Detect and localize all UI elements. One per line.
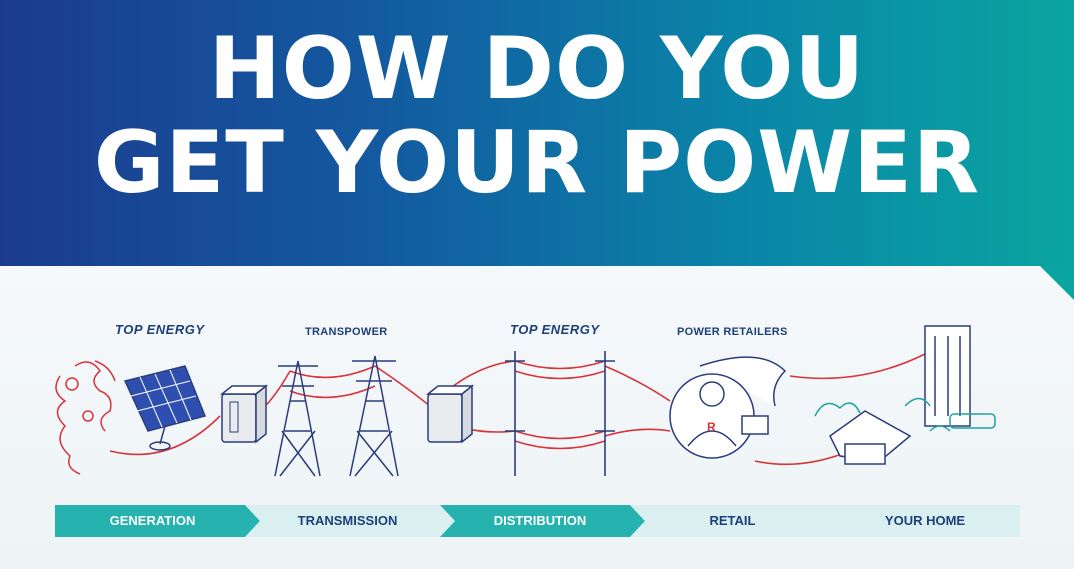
substation-icon bbox=[425, 384, 475, 444]
step-arrows bbox=[55, 505, 1020, 537]
smoke-swirl-icon bbox=[55, 360, 116, 475]
power-pole-icon bbox=[505, 351, 615, 476]
top-energy-logo: TOP ENERGY bbox=[115, 322, 205, 337]
title-line-1: HOW DO YOU bbox=[208, 19, 866, 119]
step-retail: RETAIL bbox=[709, 513, 756, 528]
power-retailers-label: POWER RETAILERS bbox=[677, 326, 788, 338]
house-icon bbox=[814, 325, 996, 465]
title-line-2: GET YOUR POWER bbox=[93, 113, 981, 213]
corner-cut bbox=[1040, 266, 1074, 300]
top-energy-logo-2: TOP ENERGY bbox=[510, 322, 600, 337]
transpower-label: TRANSPOWER bbox=[305, 326, 388, 338]
svg-text:R: R bbox=[707, 420, 716, 434]
step-distribution: DISTRIBUTION bbox=[493, 513, 587, 528]
page-title: HOW DO YOU GET YOUR POWER bbox=[0, 22, 1074, 210]
call-center-agent-icon: R bbox=[669, 356, 787, 459]
substation-icon bbox=[219, 384, 269, 444]
step-your-home: YOUR HOME bbox=[884, 513, 966, 528]
header-banner: HOW DO YOU GET YOUR POWER bbox=[0, 0, 1074, 300]
solar-panel-icon bbox=[123, 365, 207, 451]
step-transmission: TRANSMISSION bbox=[297, 513, 398, 528]
process-steps: GENERATION TRANSMISSION DISTRIBUTION RET… bbox=[55, 505, 1020, 537]
transmission-pylon-icon bbox=[274, 355, 399, 477]
step-generation: GENERATION bbox=[109, 513, 196, 528]
power-flow-illustration: R bbox=[55, 325, 996, 477]
